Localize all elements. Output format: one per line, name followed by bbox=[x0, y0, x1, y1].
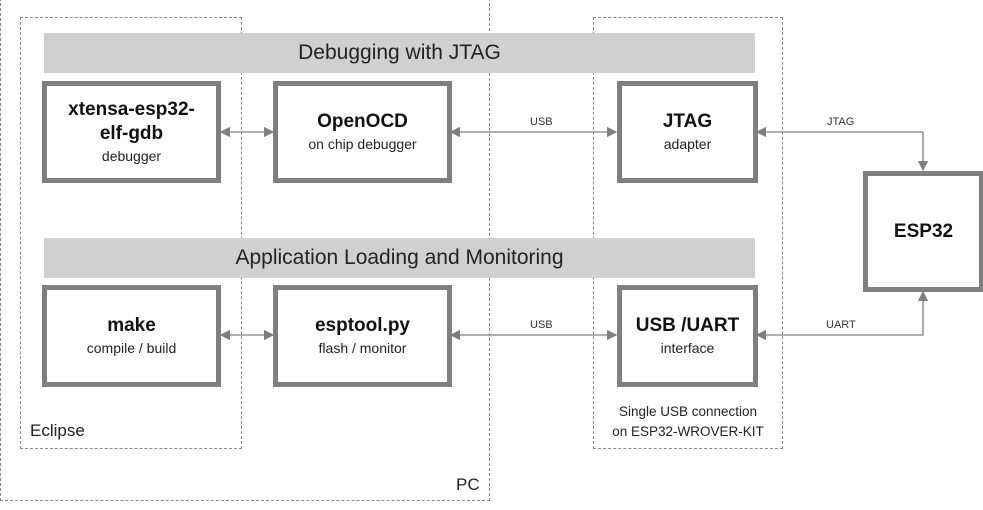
openocd-title: OpenOCD bbox=[317, 111, 408, 132]
openocd-subtitle: on chip debugger bbox=[308, 136, 417, 152]
usb-label-1: USB bbox=[530, 116, 553, 128]
usbuart-subtitle: interface bbox=[660, 340, 715, 356]
jtag-subtitle: adapter bbox=[663, 136, 712, 152]
wrover-kit-group bbox=[593, 17, 783, 449]
openocd-box: OpenOCD on chip debugger bbox=[273, 81, 452, 183]
gdb-box: xtensa-esp32- elf-gdb debugger bbox=[42, 81, 221, 183]
make-box: make compile / build bbox=[42, 285, 221, 387]
esp32-title: ESP32 bbox=[893, 220, 954, 242]
debugging-band: Debugging with JTAG bbox=[44, 33, 755, 73]
gdb-title-1: xtensa-esp32- bbox=[68, 99, 195, 120]
esptool-box: esptool.py flash / monitor bbox=[273, 285, 452, 387]
gdb-title-2: elf-gdb bbox=[99, 123, 164, 144]
gdb-subtitle: debugger bbox=[101, 148, 162, 164]
make-title: make bbox=[107, 315, 156, 336]
usb-label-2: USB bbox=[530, 319, 553, 331]
usbuart-title: USB /UART bbox=[635, 315, 740, 336]
jtag-title: JTAG bbox=[662, 111, 713, 132]
jtag-link-label: JTAG bbox=[827, 116, 855, 128]
make-subtitle: compile / build bbox=[86, 340, 177, 356]
wrover-kit-caption-2: on ESP32-WROVER-KIT bbox=[612, 424, 764, 439]
eclipse-label: Eclipse bbox=[30, 421, 85, 440]
esptool-subtitle: flash / monitor bbox=[318, 340, 407, 356]
app-loading-band-title: Application Loading and Monitoring bbox=[235, 246, 564, 269]
debugging-band-title: Debugging with JTAG bbox=[298, 41, 501, 64]
esp32-box: ESP32 bbox=[863, 171, 983, 292]
pc-label: PC bbox=[456, 475, 480, 494]
usb-uart-box: USB /UART interface bbox=[617, 285, 758, 387]
usbuart-esp32-link bbox=[755, 290, 929, 341]
wrover-kit-caption: Single USB connection on ESP32-WROVER-KI… bbox=[593, 402, 783, 442]
esptool-title: esptool.py bbox=[314, 315, 410, 336]
jtag-esp32-link bbox=[755, 126, 929, 172]
wrover-kit-caption-1: Single USB connection bbox=[618, 404, 758, 419]
eclipse-group bbox=[20, 17, 242, 449]
uart-link-label: UART bbox=[826, 319, 856, 331]
jtag-adapter-box: JTAG adapter bbox=[617, 81, 758, 183]
app-loading-band: Application Loading and Monitoring bbox=[44, 238, 755, 278]
